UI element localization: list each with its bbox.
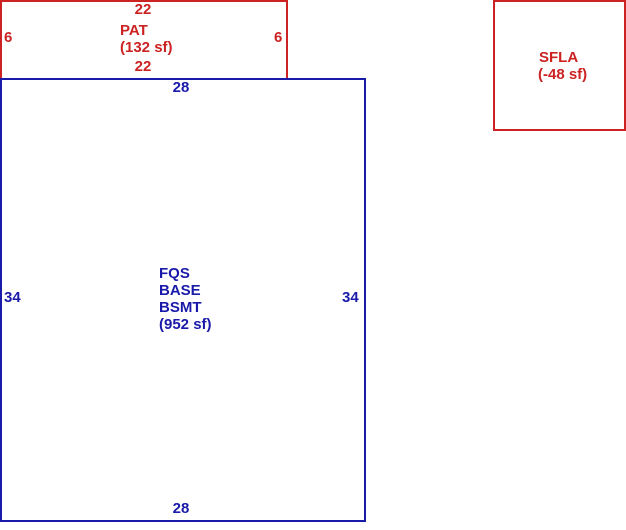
base-label-fqs: FQS [159, 265, 190, 282]
sfla-label: SFLA [539, 49, 579, 66]
base-label-bsmt: BSMT [159, 299, 202, 316]
pat-dim-top: 22 [134, 1, 152, 18]
base-dim-top: 28 [172, 79, 190, 96]
base-area-value: (952 sf) [159, 316, 212, 333]
pat-dim-left: 6 [4, 29, 13, 46]
base-dim-bottom: 28 [172, 500, 190, 517]
sfla-area-value: (-48 sf) [538, 66, 588, 83]
base-area [0, 78, 366, 522]
base-label-base: BASE [159, 282, 201, 299]
pat-dim-bottom: 22 [134, 58, 152, 75]
base-dim-right: 34 [342, 289, 359, 306]
pat-area-value: (132 sf) [120, 39, 173, 56]
base-dim-left: 34 [4, 289, 21, 306]
sfla-area [493, 0, 626, 131]
pat-dim-right: 6 [274, 29, 283, 46]
pat-label: PAT [120, 22, 148, 39]
